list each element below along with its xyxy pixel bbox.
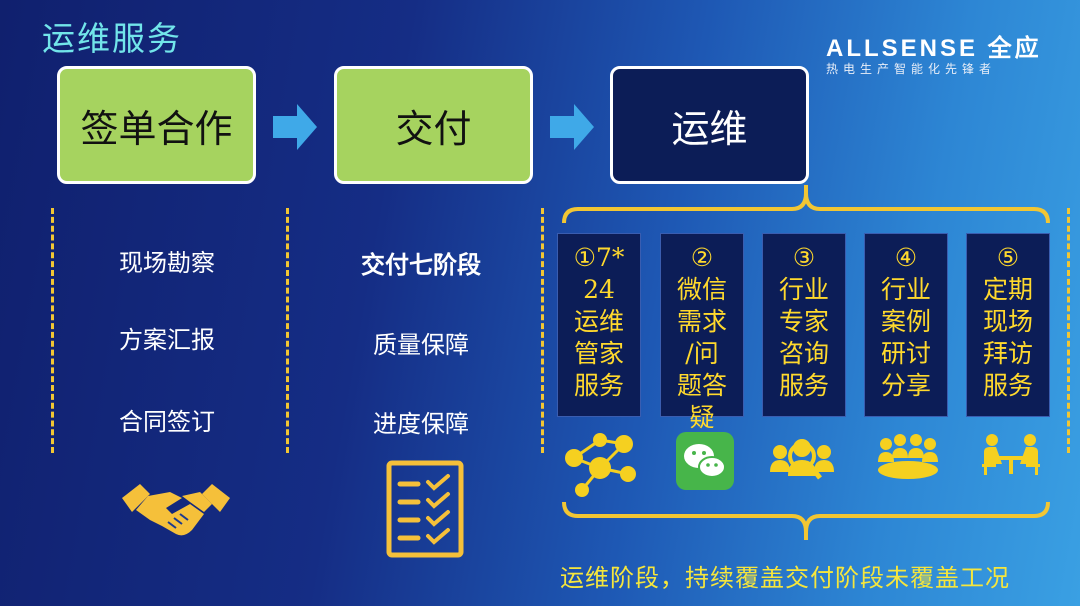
bottom-bracket <box>562 501 1050 540</box>
network-people-icon <box>565 433 636 497</box>
expert-search-icon <box>770 439 834 480</box>
delivery-item: 进度保障 <box>373 410 469 438</box>
page-title: 运维服务 <box>42 19 182 58</box>
brand-tagline: 热电生产智能化先锋者 <box>826 62 997 76</box>
checklist-icon <box>386 460 464 558</box>
service-box: ③ 行业 专家 咨询 服务 <box>762 233 846 417</box>
divider <box>286 208 289 453</box>
visit-icon <box>982 434 1040 475</box>
arrow-right-icon <box>550 104 594 150</box>
service-box: ④ 行业 案例 研讨 分享 <box>864 233 948 417</box>
stage-operation: 运维 <box>610 66 809 184</box>
stage-sign: 签单合作 <box>57 66 256 184</box>
handshake-icon <box>122 484 230 536</box>
service-box: ⑤ 定期 现场 拜访 服务 <box>966 233 1050 417</box>
arrow-right-icon <box>273 104 317 150</box>
service-box: ② 微信 需求 /问 题答 疑 <box>660 233 744 432</box>
stage-delivery: 交付 <box>334 66 533 184</box>
sign-item: 合同签订 <box>119 408 215 436</box>
divider <box>541 208 544 453</box>
top-bracket <box>562 185 1050 224</box>
sign-item: 方案汇报 <box>119 326 215 354</box>
sign-item: 现场勘察 <box>119 249 215 277</box>
delivery-item: 交付七阶段 <box>361 250 481 279</box>
delivery-item: 质量保障 <box>373 331 469 359</box>
divider <box>1067 208 1070 453</box>
meeting-icon <box>878 434 938 479</box>
divider <box>51 208 54 453</box>
service-box: ①7* 24 运维 管家 服务 <box>557 233 641 417</box>
footer-caption: 运维阶段，持续覆盖交付阶段未覆盖工况 <box>560 564 1010 592</box>
brand-logo: ALLSENSE 全应 <box>826 35 1042 62</box>
wechat-icon <box>676 432 734 490</box>
